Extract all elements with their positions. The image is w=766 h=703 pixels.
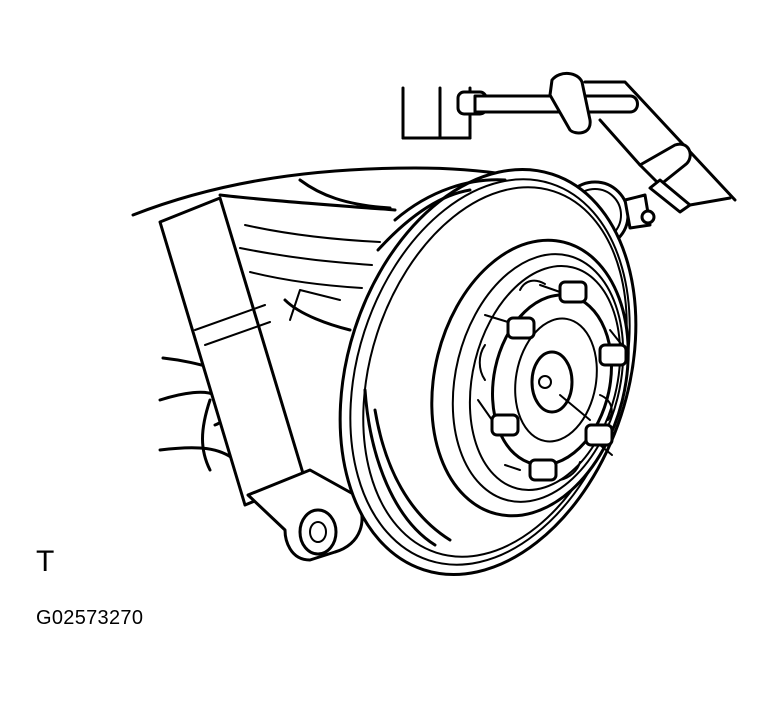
stud-left [477, 399, 520, 437]
stud-bottom [504, 458, 558, 482]
view-label: T [36, 545, 55, 578]
shock-absorber [158, 196, 364, 562]
stud-top [539, 280, 588, 304]
stud-lower-right [584, 423, 614, 456]
stud-upper-left [484, 314, 536, 340]
figure-code: G02573270 [36, 607, 144, 629]
dial-indicator-stand [401, 72, 737, 214]
stud-right [598, 329, 628, 367]
wheel-studs [477, 279, 628, 482]
